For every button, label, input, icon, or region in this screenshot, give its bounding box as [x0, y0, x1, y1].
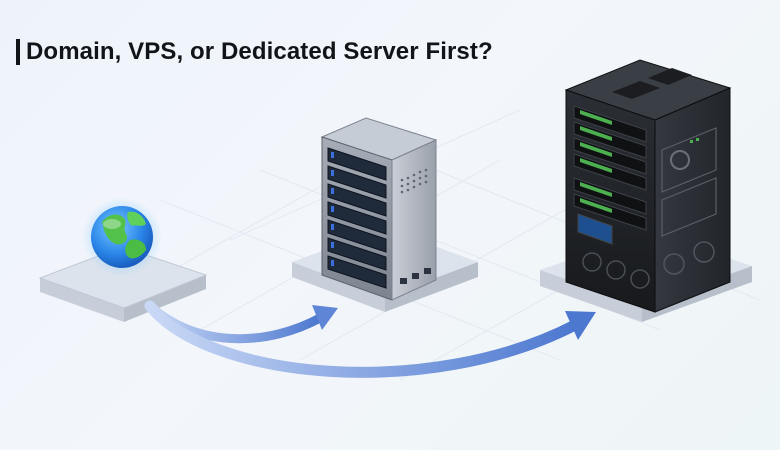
globe-icon [82, 197, 162, 277]
title-accent-bar [16, 39, 20, 65]
page-title-text: Domain, VPS, or Dedicated Server First? [26, 38, 493, 65]
page-title: Domain, VPS, or Dedicated Server First? [16, 38, 493, 66]
server-rack-icon [564, 59, 732, 313]
flow-arrow-icon [144, 300, 596, 378]
tower-server-icon [320, 117, 438, 301]
